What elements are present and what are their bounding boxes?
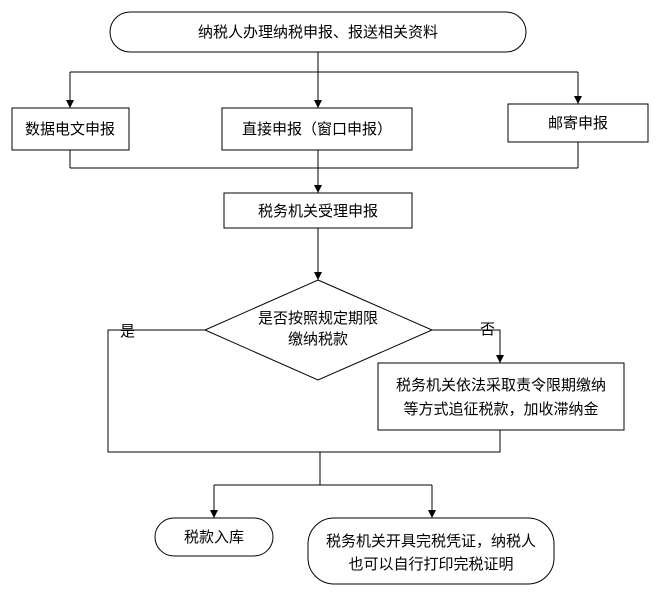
electronic-filing-label: 数据电文申报	[25, 120, 115, 138]
mail-filing-label: 邮寄申报	[548, 114, 608, 132]
electronic-filing-box	[11, 107, 130, 151]
enforcement-label-line2: 等方式追征税款，加收滞纳金	[403, 400, 598, 418]
tax-storage-node	[154, 517, 274, 557]
enforcement-box	[377, 362, 625, 431]
connectors	[66, 52, 582, 518]
start-node	[109, 11, 527, 53]
no-branch-arrow	[432, 329, 504, 363]
certificate-label-line1: 税务机关开具完税凭证，纳税人	[326, 532, 536, 550]
tax-storage-label: 税款入库	[184, 528, 244, 546]
no-label: 否	[480, 320, 495, 338]
certificate-label-line2: 也可以自行打印完税证明	[348, 555, 513, 573]
window-filing-box	[221, 107, 413, 151]
enforcement-label-line1: 税务机关依法采取责令限期缴纳	[396, 376, 606, 394]
yes-branch-line	[107, 329, 320, 453]
accept-label: 税务机关受理申报	[258, 202, 378, 220]
yes-label: 是	[120, 322, 135, 340]
mail-filing-box	[507, 103, 649, 143]
enforce-return-line	[320, 430, 501, 453]
start-label: 纳税人办理纳税申报、报送相关资料	[198, 23, 438, 41]
certificate-node	[307, 517, 555, 585]
accept-box	[223, 192, 413, 229]
decision-label-line2: 缴纳税款	[288, 330, 348, 348]
decision-diamond	[203, 279, 434, 381]
window-filing-label: 直接申报（窗口申报）	[242, 120, 392, 138]
decision-label-line1: 是否按照规定期限	[258, 309, 378, 327]
